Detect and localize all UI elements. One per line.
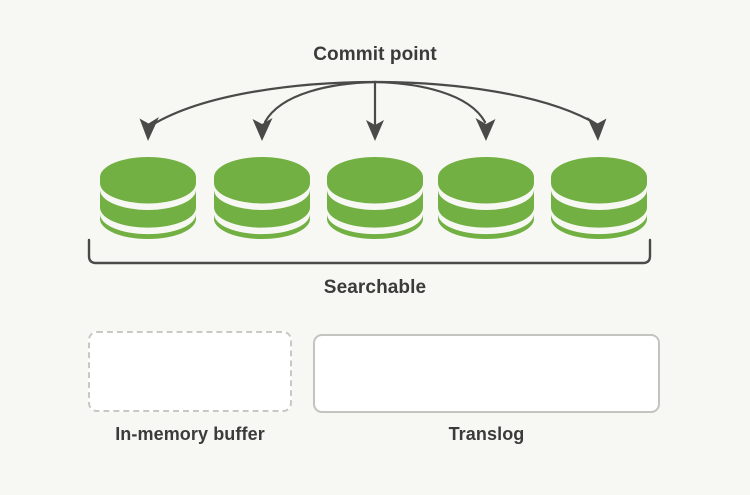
segment-1 — [100, 157, 196, 239]
commit-point-title: Commit point — [313, 44, 437, 65]
segment-3-groove-2 — [327, 207, 423, 235]
segment-3 — [327, 157, 423, 239]
in-memory-buffer-label: In-memory buffer — [115, 424, 265, 444]
segment-5 — [551, 157, 647, 239]
segment-1-groove-2 — [100, 207, 196, 235]
arrowhead-4 — [475, 118, 496, 141]
arrow-curve-5 — [373, 80, 600, 127]
segment-4-groove-2 — [438, 207, 534, 235]
segment-4-body — [438, 157, 534, 239]
arrow-curve-2 — [263, 80, 377, 124]
segment-5-groove-1 — [551, 183, 647, 210]
searchable-label: Searchable — [323, 277, 427, 298]
segment-4 — [438, 157, 534, 239]
segment-3-body — [327, 157, 423, 239]
segment-2-groove-2 — [214, 207, 310, 235]
arrowhead-3 — [366, 120, 384, 141]
segment-2-body — [214, 157, 310, 239]
arrowhead-1 — [139, 117, 159, 141]
segment-2-groove-1 — [214, 183, 310, 210]
in-memory-buffer-box — [88, 331, 292, 412]
segment-5-body — [551, 157, 647, 239]
segment-2 — [214, 157, 310, 239]
segment-4-groove-1 — [438, 183, 534, 210]
segment-1-body — [100, 157, 196, 239]
arrowhead-5 — [587, 117, 607, 141]
translog-label: Translog — [448, 424, 525, 444]
bracket-path — [87, 238, 652, 265]
arrowhead-2 — [252, 118, 273, 141]
segment-5-groove-2 — [551, 207, 647, 235]
translog-box — [313, 334, 660, 413]
segment-1-groove-1 — [100, 183, 196, 210]
arrow-curve-1 — [150, 80, 377, 127]
segment-3-groove-1 — [327, 183, 423, 210]
